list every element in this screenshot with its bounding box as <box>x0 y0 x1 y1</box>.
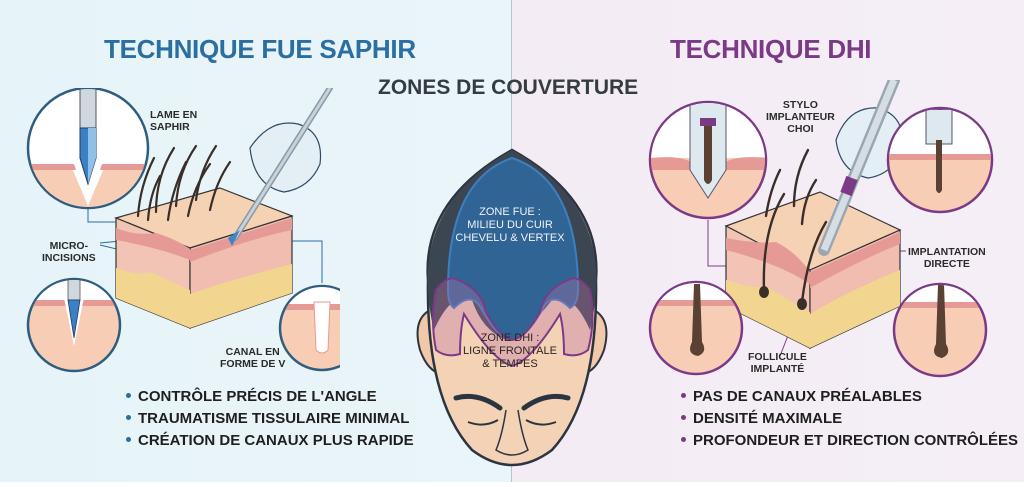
bullet-icon <box>126 392 131 398</box>
fue-illustration <box>26 88 340 373</box>
bullet-icon <box>681 436 686 442</box>
bullet-icon <box>126 414 131 420</box>
v-channel-label: CANAL EN FORME DE V <box>220 346 286 370</box>
choi-pen-magnifier-icon <box>648 100 768 220</box>
zone-fue-label: ZONE FUE : MILIEU DU CUIR CHEVELU & VERT… <box>455 206 565 244</box>
sapphire-blade-magnifier-icon <box>26 88 150 210</box>
fue-benefits-list: CONTRÔLE PRÉCIS DE L'ANGLE TRAUMATISME T… <box>126 386 414 452</box>
implanter-pen-hand-icon <box>818 80 904 256</box>
list-item: PROFONDEUR ET DIRECTION CONTRÔLÉES <box>681 430 1018 452</box>
follicle-label: FOLLICULE IMPLANTÉ <box>748 351 807 375</box>
scalpel-hand-icon <box>228 88 333 246</box>
needle-follicle-magnifier-icon <box>886 106 994 214</box>
list-item: DENSITÉ MAXIMALE <box>681 408 1018 430</box>
zones-title: ZONES DE COUVERTURE <box>378 76 639 99</box>
dhi-benefits-list: PAS DE CANAUX PRÉALABLES DENSITÉ MAXIMAL… <box>681 386 1018 452</box>
blade-incision-magnifier-icon <box>26 277 122 373</box>
list-item: CRÉATION DE CANAUX PLUS RAPIDE <box>126 430 414 452</box>
head-illustration <box>416 148 608 467</box>
follicle-magnifier-icon <box>648 280 744 376</box>
list-item: TRAUMATISME TISSULAIRE MINIMAL <box>126 408 414 430</box>
dhi-illustration <box>648 80 994 378</box>
skin-block-icon <box>114 144 294 329</box>
direct-implantation-label: IMPLANTATION DIRECTE <box>908 246 986 270</box>
skin-block-icon <box>724 148 902 349</box>
list-item: CONTRÔLE PRÉCIS DE L'ANGLE <box>126 386 414 408</box>
v-channel-magnifier-icon <box>278 284 340 372</box>
dhi-title: TECHNIQUE DHI <box>670 34 872 64</box>
fue-title: TECHNIQUE FUE SAPHIR <box>104 34 416 64</box>
zone-dhi-label: ZONE DHI : LIGNE FRONTALE & TEMPES <box>463 332 557 370</box>
list-item: PAS DE CANAUX PRÉALABLES <box>681 386 1018 408</box>
head-icon <box>416 148 608 467</box>
implanted-follicle-magnifier-icon <box>892 282 988 378</box>
bullet-icon <box>126 436 131 442</box>
micro-incisions-label: MICRO- INCISIONS <box>42 240 96 264</box>
bullet-icon <box>681 392 686 398</box>
blade-label: LAME EN SAPHIR <box>150 109 198 133</box>
pen-label: STYLO IMPLANTEUR CHOI <box>766 99 835 135</box>
bullet-icon <box>681 414 686 420</box>
